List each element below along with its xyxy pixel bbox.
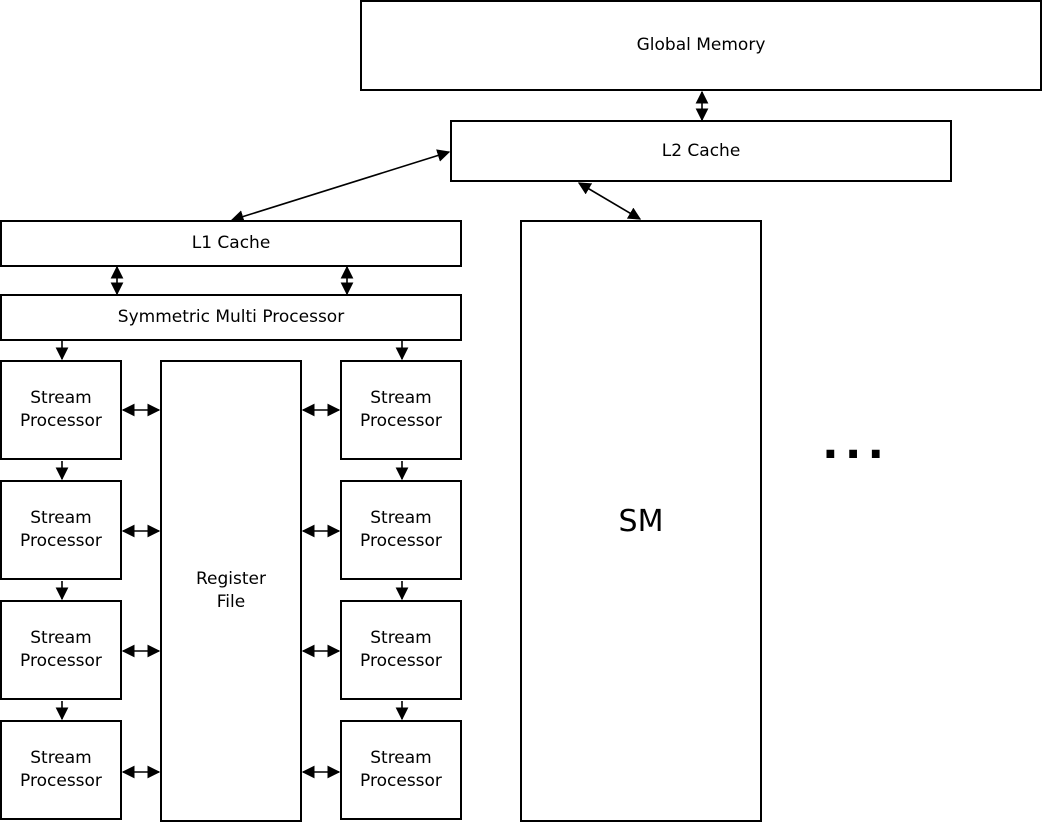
sp-label-line2: Processor <box>20 651 102 671</box>
sp-label-line2: Processor <box>20 771 102 791</box>
stream-processor: Stream Processor <box>340 360 462 460</box>
sp-label-line1: Stream <box>30 508 92 528</box>
register-file-label-line2: File <box>216 592 246 612</box>
l1-cache-label: L1 Cache <box>191 233 271 253</box>
l1-cache-box: L1 Cache <box>0 220 462 267</box>
sp-label-line2: Processor <box>360 411 442 431</box>
smp-box: Symmetric Multi Processor <box>0 294 462 341</box>
arrow-l2-sm <box>577 182 642 220</box>
sp-label-line2: Processor <box>20 531 102 551</box>
stream-processor: Stream Processor <box>0 720 122 820</box>
global-memory-label: Global Memory <box>636 35 766 55</box>
sp-label-line1: Stream <box>30 628 92 648</box>
stream-processor: Stream Processor <box>340 600 462 700</box>
stream-processor: Stream Processor <box>340 480 462 580</box>
sp-label-line2: Processor <box>360 771 442 791</box>
register-file-label-line1: Register <box>196 569 266 589</box>
sp-label-line2: Processor <box>20 411 102 431</box>
sp-label-line1: Stream <box>370 748 432 768</box>
register-file-box: Register File <box>160 360 302 822</box>
stream-processor: Stream Processor <box>0 600 122 700</box>
sp-label-line2: Processor <box>360 651 442 671</box>
stream-processor: Stream Processor <box>0 480 122 580</box>
stream-processor: Stream Processor <box>340 720 462 820</box>
sp-label-line1: Stream <box>370 628 432 648</box>
sp-label-line2: Processor <box>360 531 442 551</box>
l2-cache-box: L2 Cache <box>450 120 952 182</box>
sp-label-line1: Stream <box>370 508 432 528</box>
sp-label-line1: Stream <box>30 388 92 408</box>
global-memory-box: Global Memory <box>360 0 1042 91</box>
l2-cache-label: L2 Cache <box>661 140 741 161</box>
sp-label-line1: Stream <box>370 388 432 408</box>
arrow-l2-l1 <box>230 149 451 223</box>
sm-box: SM <box>520 220 762 822</box>
stream-processor: Stream Processor <box>0 360 122 460</box>
smp-label: Symmetric Multi Processor <box>117 307 345 327</box>
sm-label: SM <box>618 503 664 539</box>
ellipsis: ... <box>822 418 891 469</box>
sp-label-line1: Stream <box>30 748 92 768</box>
